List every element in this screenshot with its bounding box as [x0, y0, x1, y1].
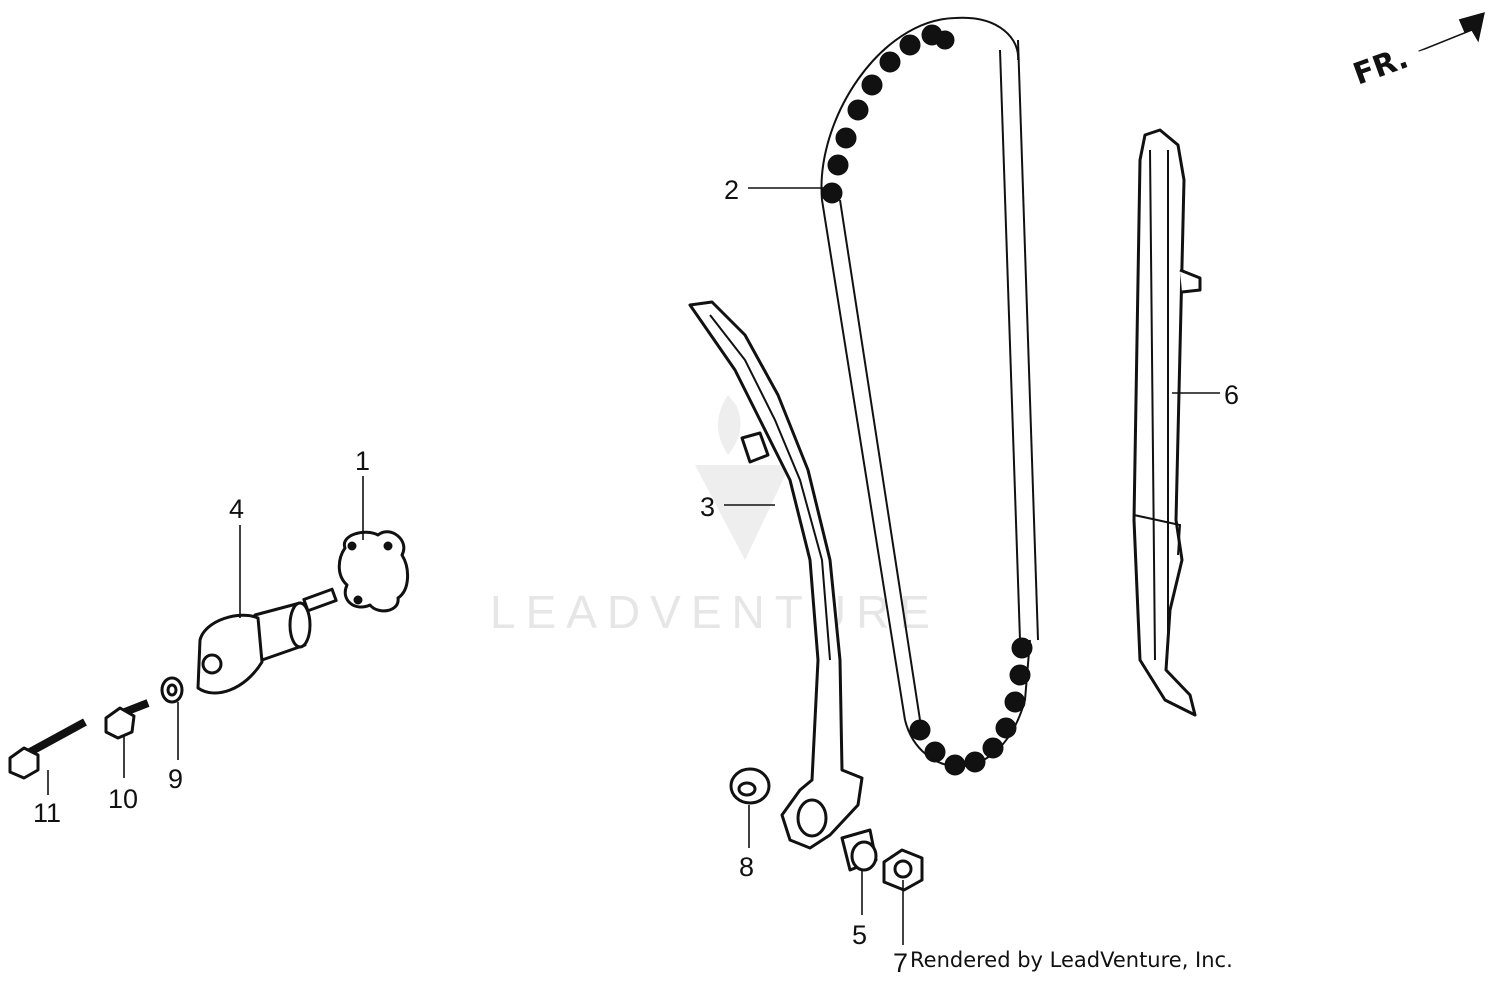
watermark-flame-icon: [718, 395, 741, 455]
part-1-gasket: [337, 530, 409, 613]
callout-4: 4: [229, 494, 244, 524]
callout-labels: 1 2 3 4 5 6 7 8 9 10 11: [33, 175, 1239, 978]
part-10-bolt: [104, 699, 150, 740]
callout-6: 6: [1224, 380, 1239, 410]
part-7-bolt: [882, 848, 924, 892]
part-2-cam-chain: [820, 16, 1039, 776]
callout-10: 10: [108, 784, 138, 814]
callout-7: 7: [893, 948, 908, 978]
callout-9: 9: [168, 764, 183, 794]
callout-8: 8: [739, 852, 754, 882]
part-8-washer: [729, 767, 771, 805]
callout-2: 2: [724, 175, 739, 205]
part-9-washer: [160, 676, 184, 704]
part-4-tensioner-lifter: [196, 587, 338, 695]
watermark-text: LEADVENTURE: [490, 586, 940, 638]
front-direction-indicator: FR.: [1349, 12, 1485, 93]
callout-5: 5: [852, 920, 867, 950]
front-label: FR.: [1349, 41, 1413, 93]
callout-11: 11: [33, 798, 61, 828]
part-6-guide: [1132, 128, 1202, 717]
part-11-bolt: [8, 718, 87, 780]
callout-3: 3: [700, 492, 715, 522]
part-3-tensioner-arm: [688, 300, 864, 850]
watermark-v-icon: [695, 465, 790, 560]
watermark: LEADVENTURE: [490, 395, 940, 638]
render-credit: Rendered by LeadVenture, Inc.: [910, 948, 1233, 972]
leader-lines: [47, 187, 1220, 945]
front-arrow-icon: [1418, 12, 1485, 52]
part-5-collar: [840, 828, 878, 872]
callout-1: 1: [355, 446, 370, 476]
